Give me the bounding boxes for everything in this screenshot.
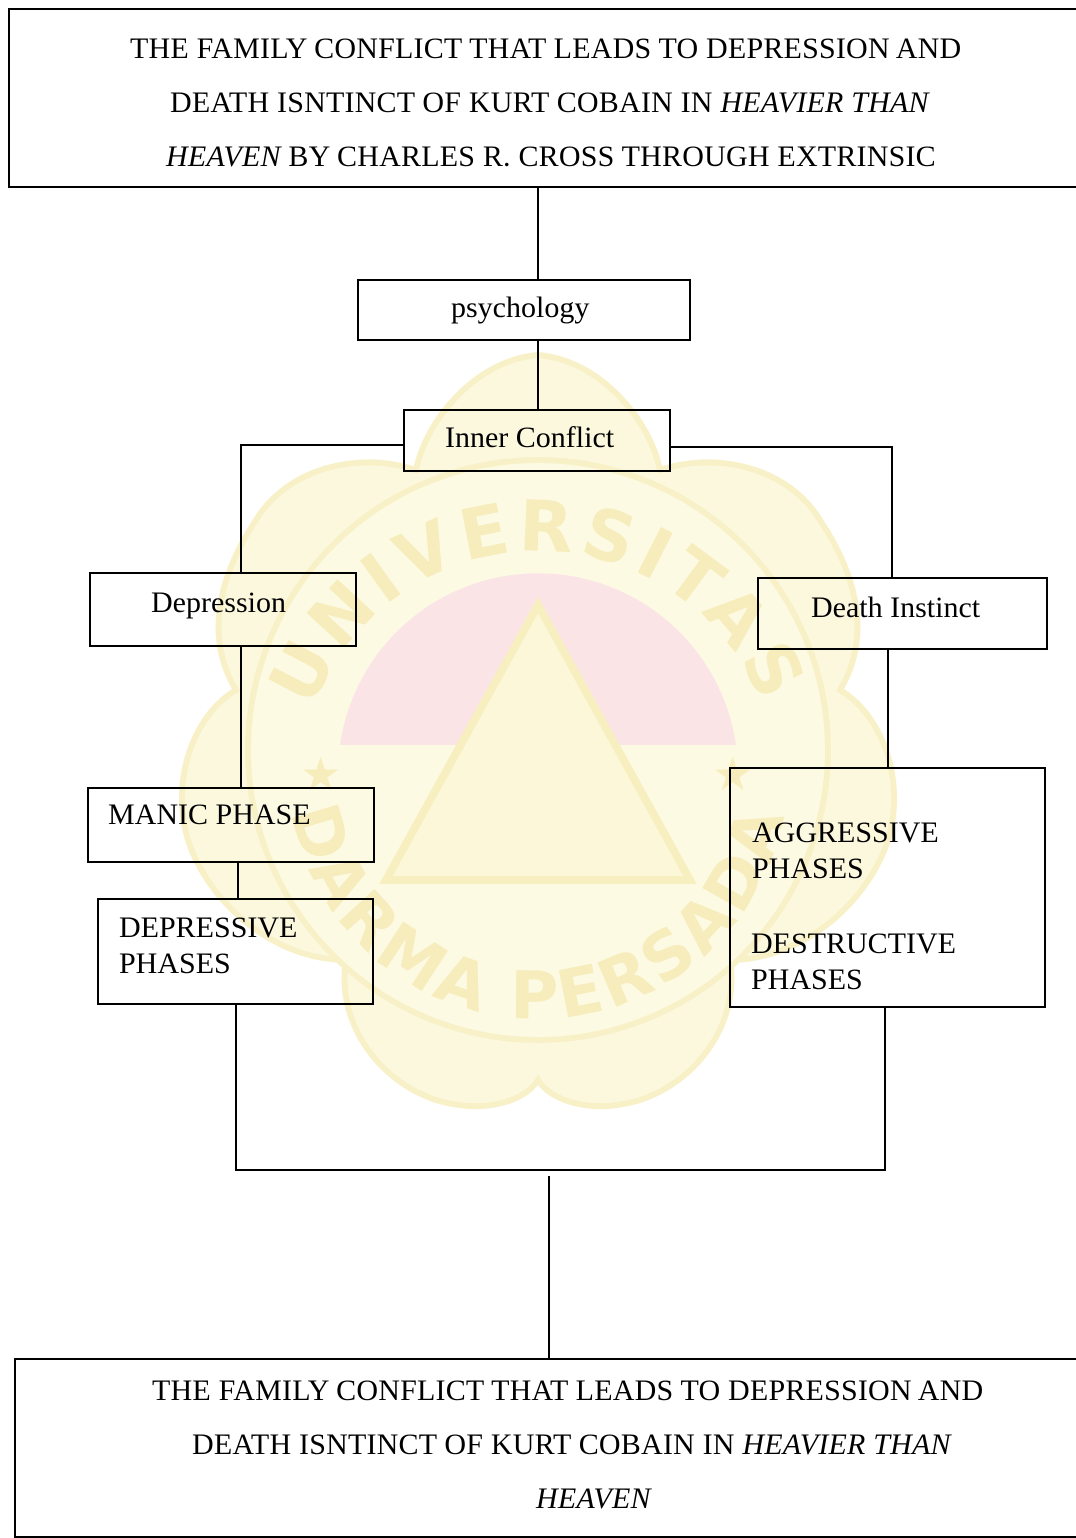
depressive-line1: DEPRESSIVE: [119, 911, 298, 944]
aggressive-line2: PHASES: [752, 852, 864, 885]
connector-inner-conflict-to-death-instinct: [670, 446, 893, 577]
bottom-title-line3: HEAVEN: [16, 1472, 1076, 1526]
death-instinct-label: Death Instinct: [811, 591, 981, 624]
aggressive-phases-text: AGGRESSIVE PHASES: [752, 815, 939, 887]
top-title-line3-italic: HEAVEN: [166, 140, 281, 173]
bottom-title-box: THE FAMILY CONFLICT THAT LEADS TO DEPRES…: [14, 1358, 1076, 1538]
bottom-title-line2-italic: HEAVIER THAN: [742, 1428, 951, 1461]
psychology-box: psychology: [357, 279, 691, 341]
connector-inner-conflict-to-depression: [240, 444, 404, 572]
destructive-line1: DESTRUCTIVE: [751, 927, 956, 960]
bottom-title-line2: DEATH ISNTINCT OF KURT COBAIN IN HEAVIER…: [16, 1418, 1076, 1472]
destructive-line2: PHASES: [751, 963, 863, 996]
death-instinct-box: Death Instinct: [757, 577, 1048, 650]
depression-box: Depression: [89, 572, 357, 647]
top-title-box: THE FAMILY CONFLICT THAT LEADS TO DEPRES…: [8, 8, 1076, 188]
aggressive-destructive-box: AGGRESSIVE PHASES DESTRUCTIVE PHASES: [729, 767, 1046, 1008]
bottom-title-line3-italic: HEAVEN: [536, 1482, 651, 1515]
top-title-line3: HEAVEN BY CHARLES R. CROSS THROUGH EXTRI…: [100, 130, 1076, 184]
bottom-title-line1: THE FAMILY CONFLICT THAT LEADS TO DEPRES…: [152, 1374, 984, 1407]
watermark-triangle: [379, 596, 697, 884]
depressive-phases-text: DEPRESSIVE PHASES: [119, 910, 297, 982]
inner-conflict-box: Inner Conflict: [403, 409, 671, 472]
manic-phase-label: MANIC PHASE: [108, 798, 311, 831]
inner-conflict-label: Inner Conflict: [445, 421, 615, 454]
depressive-line2: PHASES: [119, 947, 231, 980]
manic-phase-box: MANIC PHASE: [87, 787, 375, 863]
top-title-line2-text: DEATH ISNTINCT OF KURT COBAIN IN: [170, 86, 721, 119]
connector-merge-bracket: [235, 1005, 886, 1171]
top-title-line2-italic: HEAVIER THAN: [720, 86, 929, 119]
top-title-line2: DEATH ISNTINCT OF KURT COBAIN IN HEAVIER…: [100, 76, 1076, 130]
psychology-label: psychology: [451, 291, 590, 324]
aggressive-line1: AGGRESSIVE: [752, 816, 939, 849]
destructive-phases-text: DESTRUCTIVE PHASES: [751, 926, 956, 998]
top-title-line3-text: BY CHARLES R. CROSS THROUGH EXTRINSIC: [280, 140, 936, 173]
top-title-line1: THE FAMILY CONFLICT THAT LEADS TO DEPRES…: [130, 32, 962, 65]
depression-label: Depression: [151, 586, 286, 619]
bottom-title-line2-text: DEATH ISNTINCT OF KURT COBAIN IN: [192, 1428, 743, 1461]
depressive-phases-box: DEPRESSIVE PHASES: [97, 898, 374, 1005]
